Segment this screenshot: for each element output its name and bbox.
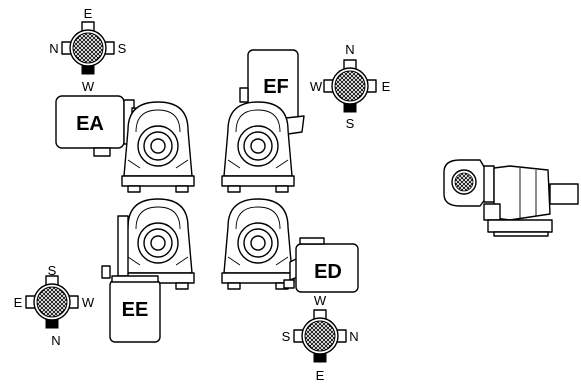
mount-ee: EE S E W N xyxy=(14,198,195,348)
compass-rose-icon: E N S W xyxy=(49,6,126,94)
gear-motor-icon xyxy=(221,49,305,193)
compass-label-top: E xyxy=(84,6,93,21)
compass-label-top: S xyxy=(48,263,57,278)
compass-label-right: W xyxy=(82,295,95,310)
compass-rose-icon: S E W N xyxy=(14,263,95,348)
mount-code-ed: ED xyxy=(314,261,342,283)
mount-code-ee: EE xyxy=(122,299,149,321)
compass-label-left: S xyxy=(282,329,291,344)
mount-code-ea: EA xyxy=(76,113,104,135)
compass-label-bottom: S xyxy=(346,116,355,131)
gear-motor-icon xyxy=(221,198,359,293)
side-view-motor-icon xyxy=(443,159,579,237)
compass-label-top: N xyxy=(345,42,354,57)
compass-rose-icon: N W E S xyxy=(310,42,391,131)
compass-label-top: W xyxy=(314,293,327,308)
compass-label-bottom: N xyxy=(51,333,60,348)
mount-ed: ED W S N E xyxy=(221,198,359,383)
compass-label-left: N xyxy=(49,41,58,56)
compass-label-right: E xyxy=(382,79,391,94)
compass-label-left: E xyxy=(14,295,23,310)
mount-code-ef: EF xyxy=(263,76,289,98)
compass-label-right: S xyxy=(118,41,127,56)
compass-label-bottom: W xyxy=(82,79,95,94)
compass-label-right: N xyxy=(349,329,358,344)
gear-motor-icon xyxy=(55,95,195,193)
compass-label-left: W xyxy=(310,79,323,94)
compass-rose-icon: W S N E xyxy=(282,293,359,383)
compass-label-bottom: E xyxy=(316,368,325,383)
mount-ef: EF N W E S xyxy=(221,42,391,193)
mount-ea: E N S W EA xyxy=(49,6,195,193)
gear-motor-icon xyxy=(101,198,195,343)
